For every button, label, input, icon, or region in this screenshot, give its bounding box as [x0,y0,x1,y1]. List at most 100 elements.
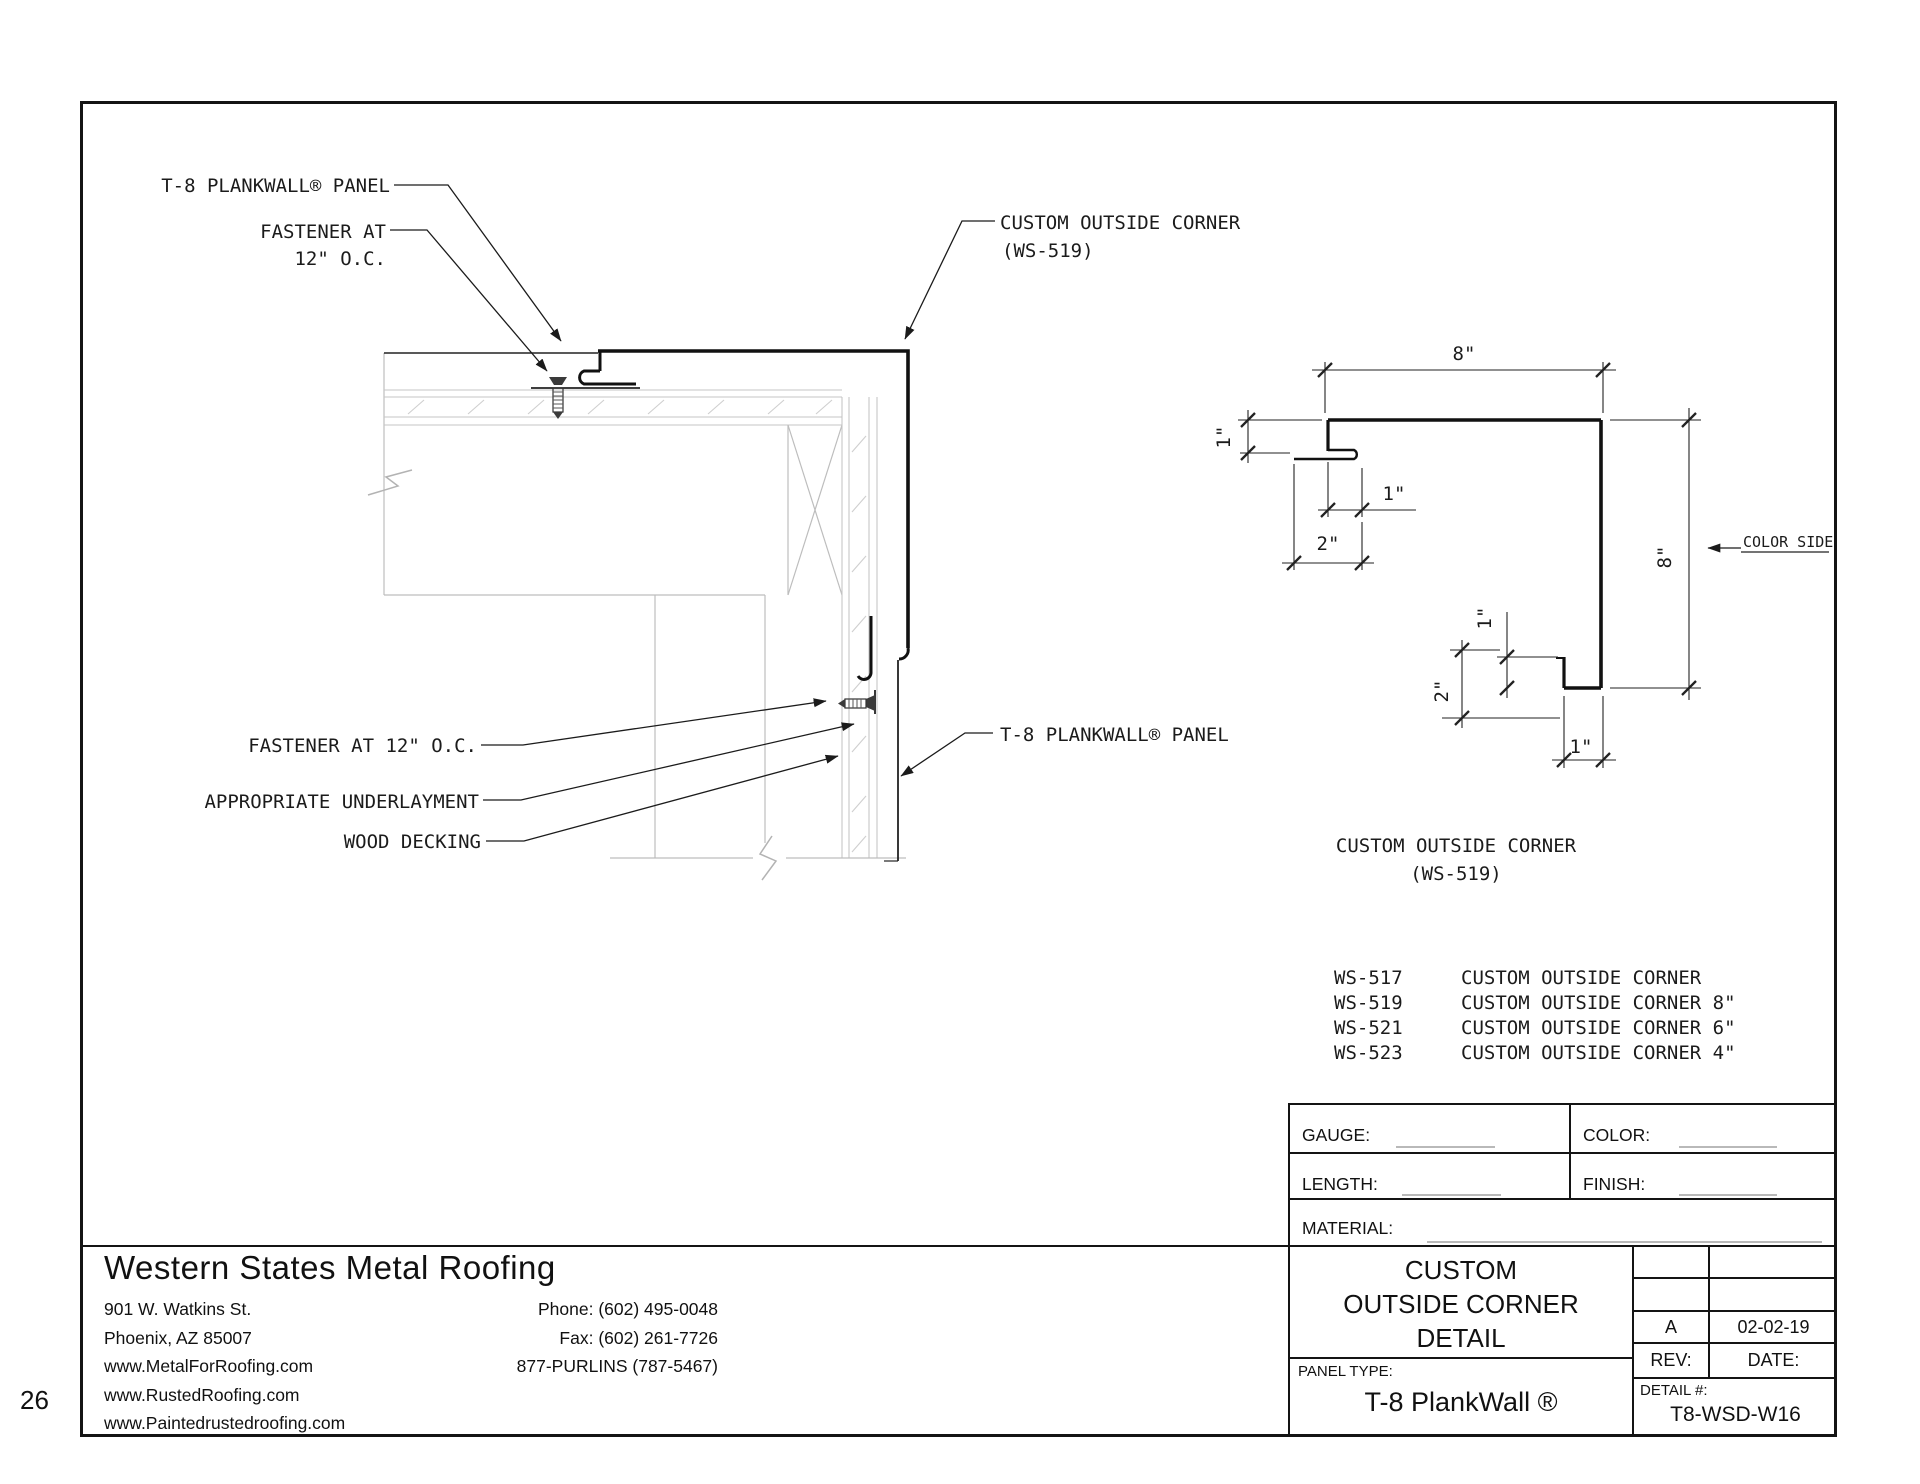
date-empty-cell [1710,1247,1837,1277]
label-panel-top: T-8 PLANKWALL® PANEL [161,175,390,197]
gauge-field: GAUGE: [1290,1105,1571,1152]
parts-list-code: WS-521 [1334,1017,1403,1039]
color-label: COLOR: [1583,1125,1651,1145]
top-deck-hatch [407,399,833,415]
right-fastener [838,616,876,714]
label-corner-2: (WS-519) [1002,240,1094,262]
color-blank-line [1679,1146,1777,1148]
break-symbol-bottom [758,835,778,881]
date-label: DATE: [1747,1350,1800,1370]
parts-list-code: WS-519 [1334,992,1403,1014]
dim-flange-1: 1" [1383,483,1406,505]
company-address-2: Phoenix, AZ 85007 [104,1327,252,1348]
rev-empty-cell [1634,1247,1710,1277]
right-deck-layers [841,397,878,858]
material-field: MATERIAL: [1290,1200,1393,1245]
drawing-title: CUSTOM OUTSIDE CORNER DETAIL [1290,1247,1632,1359]
parts-list-desc: CUSTOM OUTSIDE CORNER 8" [1461,992,1736,1014]
label-underlayment: APPROPRIATE UNDERLAYMENT [204,791,479,813]
company-phone-col: Phone: (602) 495-0048 Fax: (602) 261-772… [380,1295,718,1381]
sheet-border [80,101,1837,1437]
profile-caption-1: CUSTOM OUTSIDE CORNER [1336,835,1577,857]
parts-list-desc: CUSTOM OUTSIDE CORNER 4" [1461,1042,1736,1064]
label-panel-right: T-8 PLANKWALL® PANEL [1000,724,1229,746]
rev-value: A [1634,1312,1710,1342]
top-fastener [549,377,567,419]
company-name: Western States Metal Roofing [104,1249,556,1286]
order-form-table: GAUGE: COLOR: LENGTH: FINISH: MATERIAL: [1288,1103,1837,1247]
finish-label: FINISH: [1583,1174,1646,1194]
profile-top-hem [1294,448,1358,461]
material-label: MATERIAL: [1302,1218,1394,1238]
title-band: Western States Metal Roofing 901 W. Watk… [80,1245,1837,1437]
material-blank-line [1427,1241,1822,1243]
trim-profile [1294,418,1603,690]
dim-bottom-1: 1" [1570,736,1593,758]
dim-hem-1: 1" [1474,607,1496,630]
color-side-label: COLOR SIDE [1743,533,1833,551]
dimension-ticks [1240,362,1697,768]
company-phone: Phone: (602) 495-0048 [538,1299,718,1319]
rev-label: REV: [1634,1344,1710,1377]
trim-bottom-hem [898,647,910,661]
company-fax: Fax: (602) 261-7726 [559,1327,718,1348]
finish-field: FINISH: [1571,1154,1837,1198]
color-field: COLOR: [1571,1105,1837,1152]
parts-list-code: WS-517 [1334,967,1403,989]
panel-type-value: T-8 PlankWall ® [1364,1387,1558,1417]
finish-blank-line [1679,1194,1777,1196]
label-fastener-top-2: 12" O.C. [294,248,386,270]
company-tollfree: 877-PURLINS (787-5467) [516,1356,718,1377]
drawing-title-line-1: CUSTOM [1404,1255,1518,1285]
drawing-title-line-2: OUTSIDE CORNER [1343,1289,1579,1319]
framing-lines [384,424,843,858]
parts-list-desc: CUSTOM OUTSIDE CORNER 6" [1461,1017,1736,1039]
parts-list-code: WS-523 [1334,1042,1403,1064]
dim-left-1: 1" [1213,426,1235,449]
label-fastener-left: FASTENER AT 12" O.C. [248,735,477,757]
length-field: LENGTH: [1290,1154,1571,1198]
gauge-label: GAUGE: [1302,1125,1371,1145]
detail-number-label: DETAIL #: [1640,1382,1708,1399]
drawing-title-line-3: DETAIL [1416,1323,1506,1353]
label-wood-decking: WOOD DECKING [344,831,481,853]
page-number: 26 [20,1385,49,1415]
right-deck-hatch [851,435,867,853]
date-value: 02-02-19 [1737,1316,1810,1337]
leader-lines [390,184,995,842]
dim-hem-2: 2" [1431,680,1453,703]
parts-list: WS-517 CUSTOM OUTSIDE CORNER WS-519 CUST… [1334,967,1736,1064]
dim-top-8: 8" [1453,343,1476,365]
company-website-2: www.RustedRoofing.com [104,1384,300,1405]
corner-trim-line [598,349,910,648]
company-address-1: 901 W. Watkins St. [104,1299,252,1319]
label-fastener-top-1: FASTENER AT [260,221,386,243]
panel-type-label: PANEL TYPE: [1298,1363,1393,1380]
dim-flange-2: 2" [1317,533,1340,555]
rev-empty-cell [1634,1279,1710,1310]
company-website-1: www.MetalForRoofing.com [104,1356,314,1377]
panel-type-block: PANEL TYPE: T-8 PlankWall ® [1290,1359,1632,1437]
detail-number-value: T8-WSD-W16 [1670,1403,1801,1426]
label-corner-1: CUSTOM OUTSIDE CORNER [1000,212,1241,234]
dimension-lines [1238,362,1701,768]
right-panel-clip [856,616,873,681]
gauge-blank-line [1396,1146,1495,1148]
detail-number-block: DETAIL #: T8-WSD-W16 [1634,1379,1837,1437]
color-side-note: COLOR SIDE [1707,533,1833,553]
length-label: LENGTH: [1302,1174,1378,1194]
title-block: CUSTOM OUTSIDE CORNER DETAIL PANEL TYPE:… [1288,1247,1632,1437]
date-empty-cell [1710,1279,1837,1310]
length-blank-line [1402,1194,1501,1196]
company-website-3: www.Paintedrustedroofing.com [104,1413,346,1434]
dim-right-8: 8" [1654,546,1676,569]
company-address-col: 901 W. Watkins St. Phoenix, AZ 85007 www… [104,1295,345,1438]
profile-caption-2: (WS-519) [1410,863,1502,885]
top-deck-layers [384,389,842,426]
corner-section-detail [367,349,910,881]
break-symbol-left [367,469,413,496]
parts-list-desc: CUSTOM OUTSIDE CORNER [1461,967,1702,989]
revision-grid: A 02-02-19 REV: DATE: DETAIL #: T8-WSD-W… [1632,1247,1837,1437]
